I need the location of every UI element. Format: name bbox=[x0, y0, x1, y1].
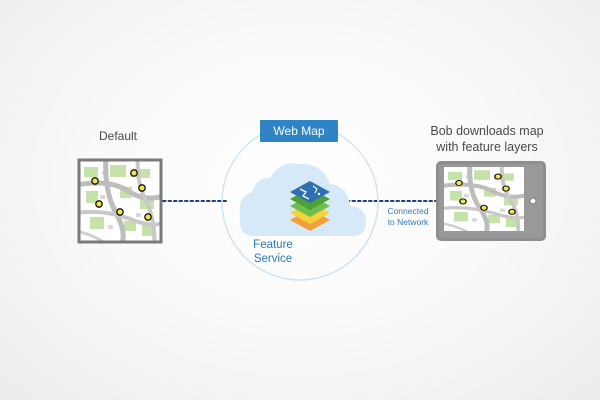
feature-service-label: Feature Service bbox=[238, 238, 308, 266]
bob-caption-line1: Bob downloads map bbox=[430, 124, 544, 138]
connected-label: Connected to Network bbox=[378, 206, 438, 228]
bob-caption-line2: with feature layers bbox=[436, 140, 538, 154]
connected-label-line1: Connected bbox=[387, 206, 429, 216]
connected-label-line2: to Network bbox=[387, 217, 429, 227]
web-map-button[interactable]: Web Map bbox=[260, 120, 338, 142]
tablet-device-icon bbox=[436, 161, 546, 241]
default-label: Default bbox=[98, 129, 138, 143]
feature-service-label-line1: Feature bbox=[253, 239, 293, 251]
default-map-tile bbox=[77, 158, 163, 244]
feature-layers-icon bbox=[290, 181, 330, 231]
feature-service-label-line2: Service bbox=[253, 253, 293, 265]
bob-caption: Bob downloads map with feature layers bbox=[412, 123, 562, 155]
